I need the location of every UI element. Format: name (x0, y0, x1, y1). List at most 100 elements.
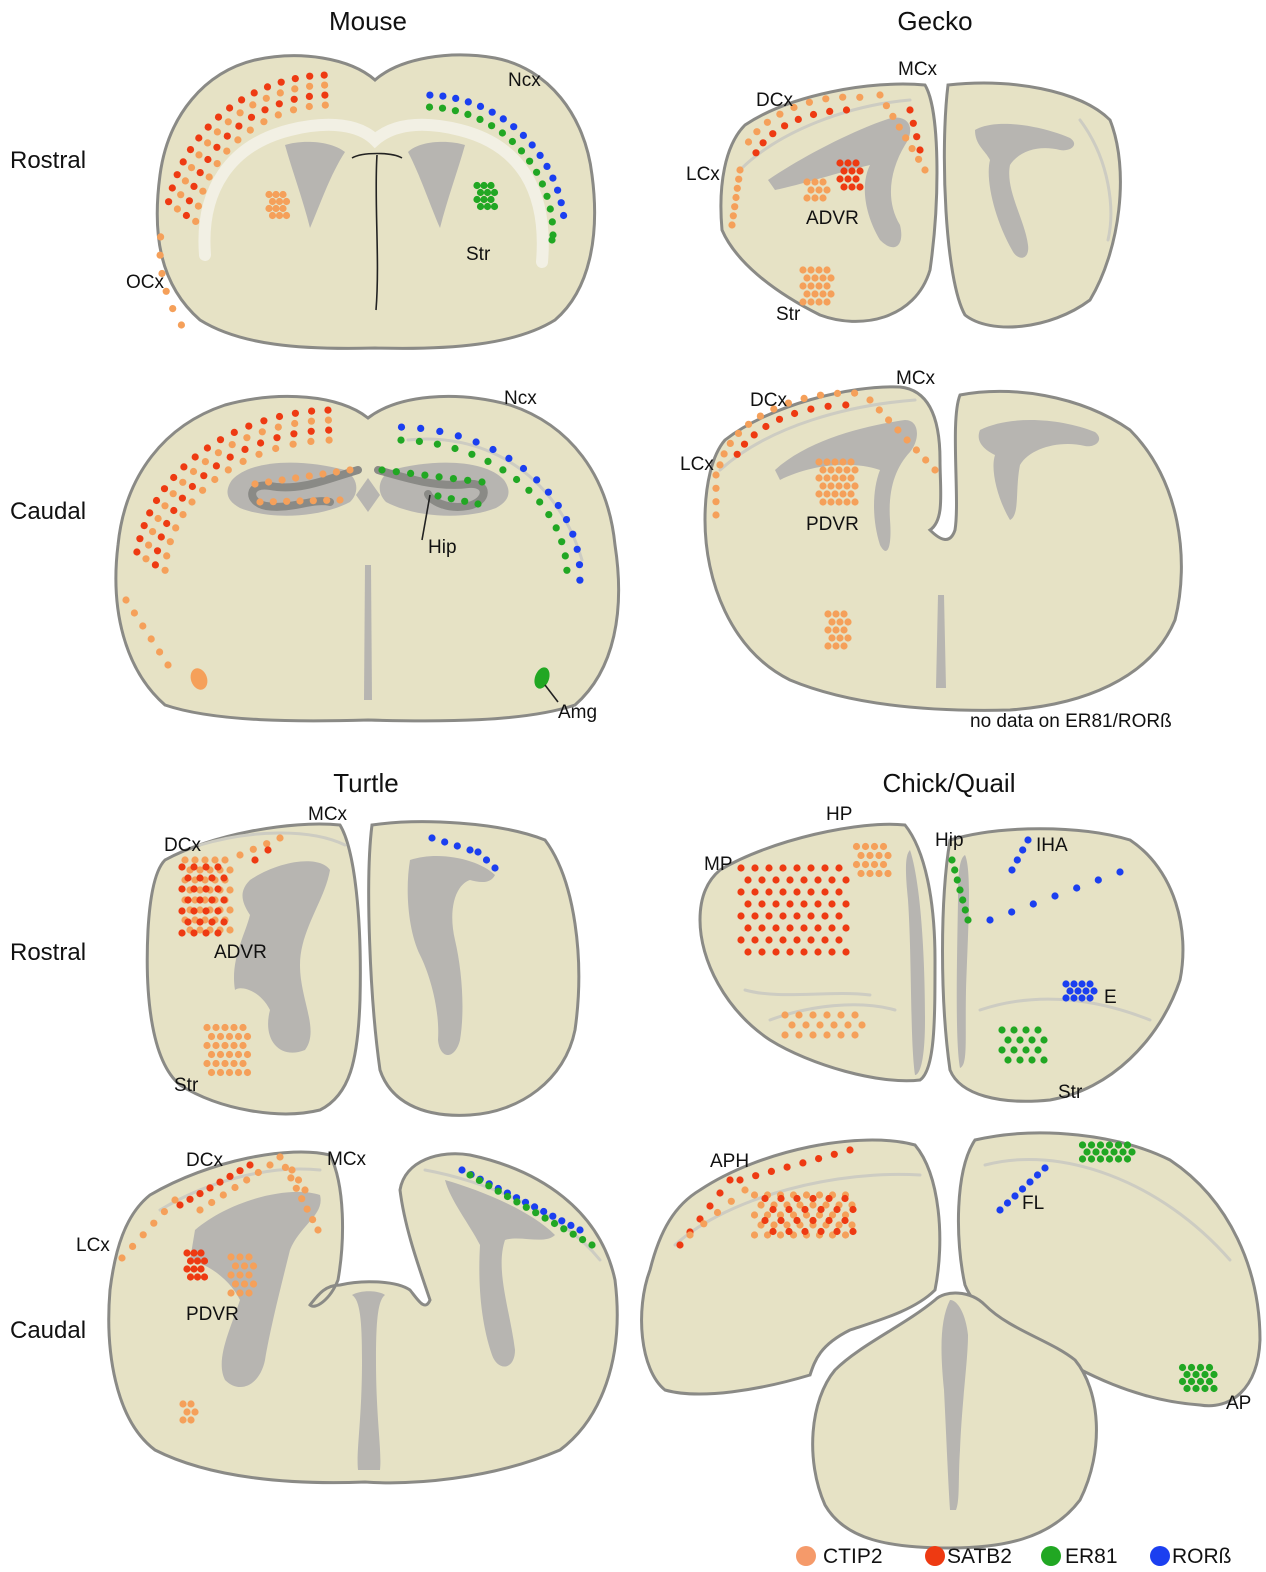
er81-dot (1183, 1385, 1190, 1392)
rorb-dot (398, 424, 405, 431)
ctip2-dot (862, 843, 869, 850)
er81-dot (407, 470, 414, 477)
satb2-dot (828, 948, 835, 955)
ctip2-dot (853, 843, 860, 850)
ctip2-dot (276, 198, 283, 205)
ctip2-dot (819, 466, 826, 473)
satb2-dot (807, 936, 814, 943)
satb2-dot (793, 1195, 800, 1202)
ctip2-dot (208, 1199, 215, 1206)
er81-dot (548, 236, 555, 243)
ctip2-dot (212, 1042, 219, 1049)
rorb-dot (417, 425, 424, 432)
satb2-dot (308, 408, 315, 415)
er81-dot (1206, 1378, 1213, 1385)
satb2-dot (793, 1217, 800, 1224)
satb2-dot (190, 863, 197, 870)
ctip2-dot (823, 474, 830, 481)
er81-dot (1188, 1378, 1195, 1385)
ctip2-dot (819, 194, 826, 201)
label-gecko-r-str: Str (776, 304, 801, 325)
satb2-dot (772, 900, 779, 907)
ctip2-dot (148, 635, 155, 642)
row-label-turtle-rostral: Rostral (10, 939, 86, 966)
ctip2-dot (862, 861, 869, 868)
satb2-dot (751, 912, 758, 919)
satb2-dot (205, 124, 212, 131)
er81-dot (513, 476, 520, 483)
er81-dot (1128, 1148, 1135, 1155)
rorb-dot (1078, 980, 1085, 987)
ctip2-dot (799, 298, 806, 305)
satb2-dot (716, 1189, 723, 1196)
ctip2-dot (247, 127, 254, 134)
satb2-dot (213, 462, 220, 469)
satb2-dot (238, 96, 245, 103)
er81-dot (509, 138, 516, 145)
satb2-dot (163, 520, 170, 527)
ctip2-dot (217, 1033, 224, 1040)
er81-dot (477, 189, 484, 196)
ctip2-dot (889, 113, 896, 120)
ctip2-dot (781, 1031, 788, 1038)
rorb-dot (1019, 846, 1026, 853)
satb2-dot (214, 907, 221, 914)
rorb-dot (1095, 876, 1102, 883)
rorb-dot (489, 446, 496, 453)
ctip2-dot (745, 421, 752, 428)
ctip2-dot (279, 205, 286, 212)
er81-dot (1034, 1046, 1041, 1053)
er81-dot (547, 205, 554, 212)
satb2-dot (204, 156, 211, 163)
ctip2-dot (806, 99, 813, 106)
ctip2-dot (817, 392, 824, 399)
ctip2-dot (276, 834, 283, 841)
er81-dot (1022, 1026, 1029, 1033)
satb2-dot (744, 924, 751, 931)
rorb-dot (466, 846, 473, 853)
er81-dot (1097, 1141, 1104, 1148)
satb2-dot (308, 428, 315, 435)
er81-dot (1083, 1148, 1090, 1155)
satb2-dot (190, 885, 197, 892)
ctip2-dot (309, 1216, 316, 1223)
ctip2-dot (823, 282, 830, 289)
satb2-dot (264, 83, 271, 90)
ctip2-dot (161, 1208, 168, 1215)
satb2-dot (169, 184, 176, 191)
label-turtle-c-pdvr: PDVR (186, 1304, 239, 1325)
ctip2-dot (815, 282, 822, 289)
ctip2-dot (883, 102, 890, 109)
ctip2-dot (287, 1174, 294, 1181)
ctip2-dot (195, 151, 202, 158)
er81-dot (416, 438, 423, 445)
satb2-dot (913, 133, 920, 140)
satb2-dot (758, 948, 765, 955)
satb2-dot (821, 888, 828, 895)
ctip2-dot (847, 490, 854, 497)
ctip2-dot (336, 496, 343, 503)
ctip2-dot (807, 186, 814, 193)
ctip2-dot (272, 205, 279, 212)
satb2-dot (292, 410, 299, 417)
er81-dot (1106, 1141, 1113, 1148)
ctip2-dot (221, 1024, 228, 1031)
satb2-dot (146, 509, 153, 516)
ctip2-dot (840, 642, 847, 649)
rorb-dot (428, 834, 435, 841)
rorb-dot (986, 916, 993, 923)
ctip2-dot (204, 139, 211, 146)
ctip2-dot (211, 856, 218, 863)
satb2-dot (306, 93, 313, 100)
ctip2-dot (822, 95, 829, 102)
satb2-dot (141, 522, 148, 529)
ctip2-dot (226, 1033, 233, 1040)
er81-dot (1210, 1371, 1217, 1378)
ctip2-dot (221, 1042, 228, 1049)
ctip2-dot (896, 124, 903, 131)
er81-dot (951, 866, 958, 873)
satb2-dot (321, 92, 328, 99)
satb2-dot (153, 497, 160, 504)
ctip2-dot (212, 1024, 219, 1031)
ctip2-dot (282, 1164, 289, 1171)
